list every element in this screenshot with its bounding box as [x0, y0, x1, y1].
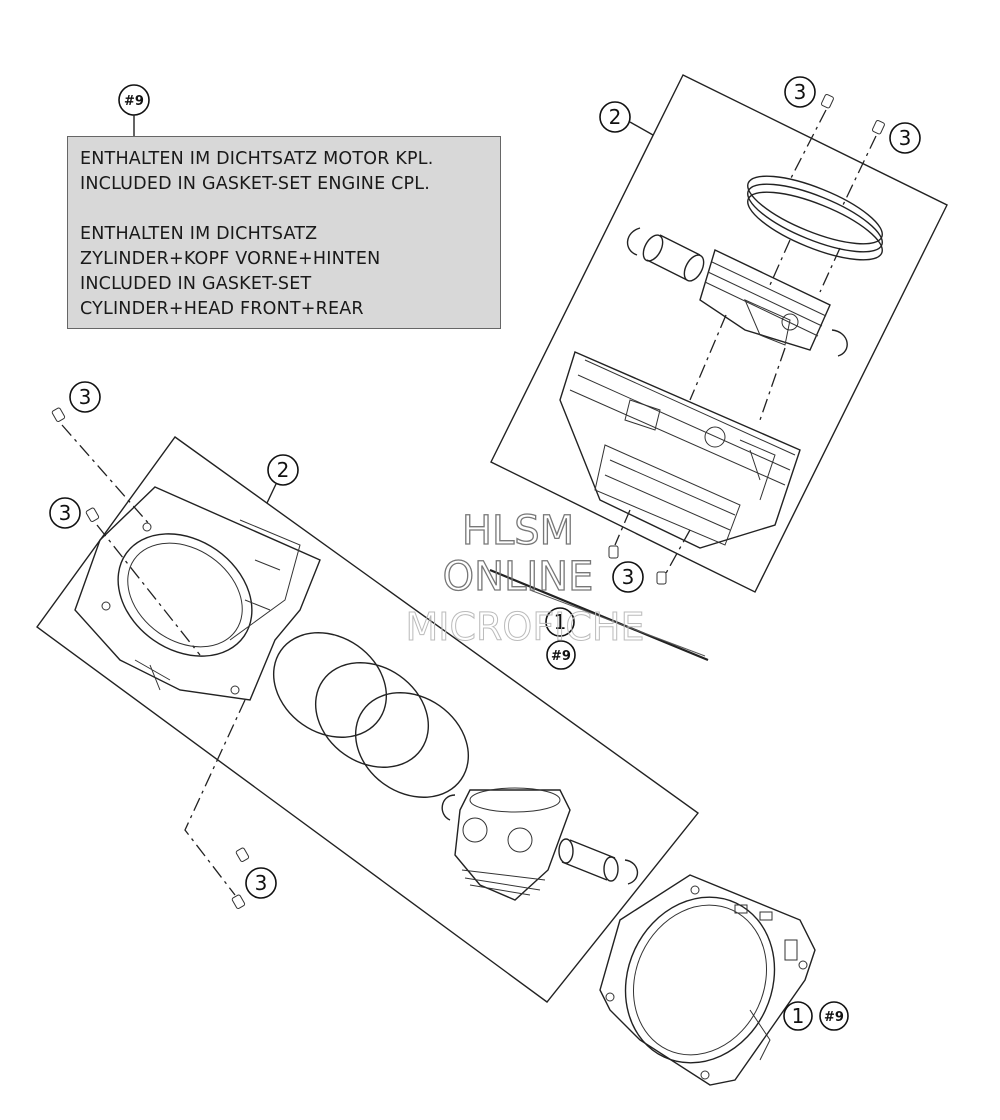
- wrist-pin-upper: [642, 234, 705, 282]
- upper-assembly-frame: [490, 74, 948, 593]
- svg-text:HLSM: HLSM: [462, 508, 574, 554]
- svg-text:2: 2: [277, 458, 290, 482]
- circlip-lower-left: [441, 794, 456, 821]
- circlip-lower-right: [624, 859, 639, 885]
- dowel-pin-lower-1: [51, 407, 66, 422]
- dowel-pin-upper-4: [656, 571, 667, 585]
- piston-lower: [454, 787, 571, 901]
- svg-text:3: 3: [59, 501, 72, 525]
- callout-3-lower-top[interactable]: 3: [69, 381, 101, 413]
- svg-text:3: 3: [622, 565, 635, 589]
- note-tag-9[interactable]: #9: [118, 84, 150, 137]
- svg-text:3: 3: [899, 126, 912, 150]
- dowel-pin-upper-3: [608, 545, 619, 559]
- note-tag-label: #9: [124, 94, 144, 109]
- cylinder-lower: [74, 486, 321, 701]
- note-line-1: ENTHALTEN IM DICHTSATZ MOTOR KPL.: [80, 149, 434, 169]
- wrist-pin-lower: [558, 838, 619, 882]
- svg-text:1: 1: [792, 1004, 805, 1028]
- cylinder-upper: [559, 351, 801, 549]
- note-line-6: CYLINDER+HEAD FRONT+REAR: [80, 299, 364, 319]
- svg-text:3: 3: [255, 871, 268, 895]
- callout-1-middle[interactable]: 1: [545, 607, 575, 637]
- dowel-pin-lower-2: [85, 507, 100, 522]
- watermark: HLSM ONLINE MICROFICHE: [405, 507, 645, 649]
- svg-text:2: 2: [609, 105, 622, 129]
- callout-2-lower[interactable]: 2: [266, 454, 299, 504]
- piston-upper: [699, 249, 831, 351]
- dowel-pin-upper-1: [820, 94, 834, 109]
- callout-3-lower-mid[interactable]: 3: [49, 497, 81, 529]
- piston-rings-upper: [747, 175, 883, 261]
- dowel-pin-lower-3: [235, 847, 250, 862]
- dowel-pin-lower-4: [231, 894, 246, 909]
- svg-text:#9: #9: [551, 649, 571, 664]
- callout-9-middle[interactable]: #9: [546, 640, 576, 670]
- svg-text:3: 3: [794, 80, 807, 104]
- callout-3-lower-bottom[interactable]: 3: [245, 867, 277, 899]
- svg-text:MICROFICHE: MICROFICHE: [405, 605, 644, 649]
- callout-3-middle[interactable]: 3: [612, 561, 644, 593]
- note-line-3: ENTHALTEN IM DICHTSATZ: [80, 224, 318, 244]
- circlip-upper-right: [831, 329, 848, 357]
- lower-assembly-frame: [36, 436, 700, 1003]
- callout-1-bottom[interactable]: 1: [783, 1001, 813, 1031]
- gasket-set-note: ENTHALTEN IM DICHTSATZ MOTOR KPL. INCLUD…: [67, 136, 501, 329]
- svg-text:#9: #9: [824, 1010, 844, 1025]
- svg-text:ONLINE: ONLINE: [443, 554, 594, 600]
- cylinder-base-gasket-edge: [489, 568, 709, 662]
- callout-3-upper-right[interactable]: 3: [889, 122, 921, 154]
- svg-text:1: 1: [554, 610, 567, 634]
- note-line-4: ZYLINDER+KOPF VORNE+HINTEN: [80, 249, 381, 269]
- note-line-5: INCLUDED IN GASKET-SET: [80, 274, 312, 294]
- dowel-pin-upper-2: [871, 120, 885, 135]
- circlip-upper-left: [626, 227, 641, 256]
- svg-text:3: 3: [79, 385, 92, 409]
- cylinder-base-gasket: [599, 874, 816, 1086]
- callout-9-bottom[interactable]: #9: [819, 1001, 849, 1031]
- callout-2-upper[interactable]: 2: [599, 101, 654, 136]
- piston-rings-lower: [272, 632, 470, 798]
- callout-3-upper-left[interactable]: 3: [784, 76, 816, 108]
- note-line-2: INCLUDED IN GASKET-SET ENGINE CPL.: [80, 174, 430, 194]
